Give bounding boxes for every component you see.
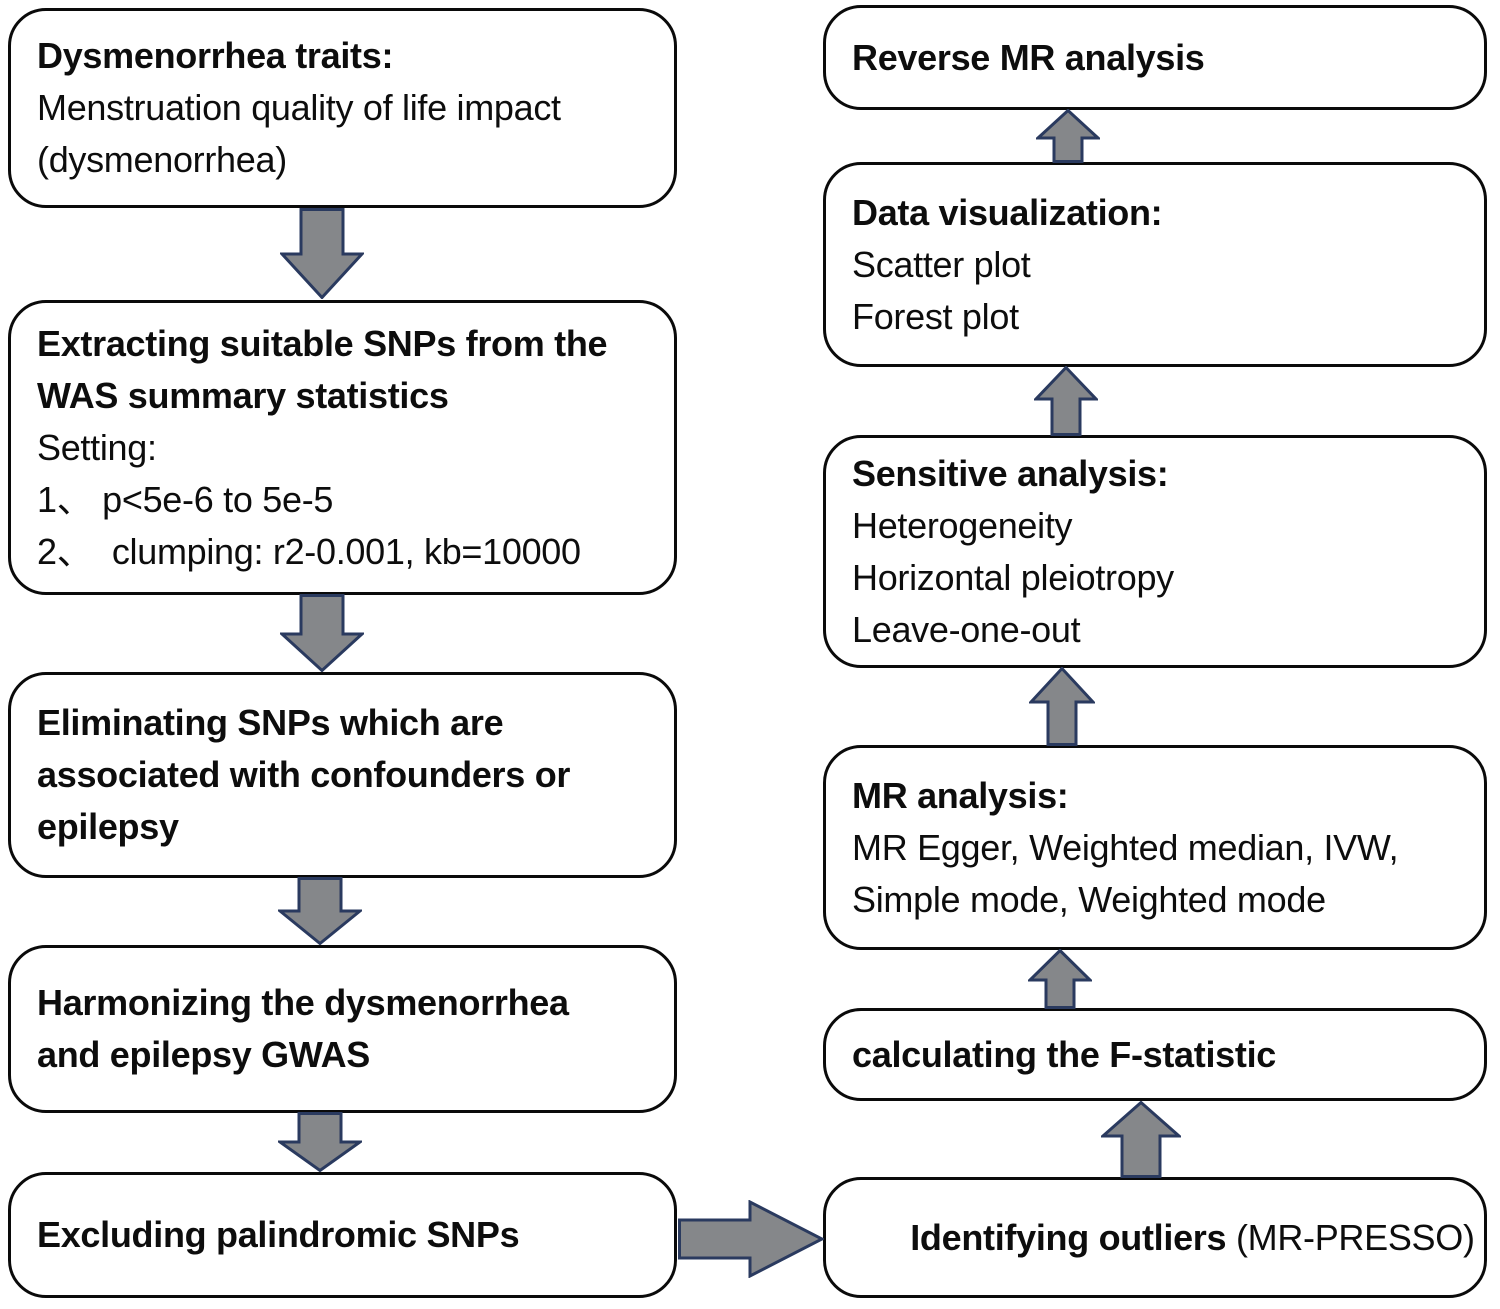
box-line: and epilepsy GWAS (37, 1034, 370, 1075)
box-line: MR Egger, Weighted median, IVW, (852, 826, 1399, 868)
arrow-right-icon (678, 1200, 824, 1278)
box-line: Harmonizing the dysmenorrhea (37, 982, 569, 1023)
box-eliminating-snps: Eliminating SNPs which are associated wi… (8, 672, 677, 878)
box-mr-analysis: MR analysis: MR Egger, Weighted median, … (823, 745, 1487, 950)
box-line: MR analysis: (852, 774, 1069, 816)
box-line: calculating the F-statistic (852, 1033, 1276, 1075)
arrow-up-icon (1029, 667, 1095, 746)
box-excluding-palindromic-snps: Excluding palindromic SNPs (8, 1172, 677, 1298)
box-line: Excluding palindromic SNPs (37, 1214, 520, 1255)
box-line: Simple mode, Weighted mode (852, 878, 1326, 920)
box-line: 2、 clumping: r2-0.001, kb=10000 (37, 530, 581, 572)
box-line: Identifying outliers (MR-PRESSO) (852, 1160, 1476, 1309)
box-extracting-snps: Extracting suitable SNPs from the WAS su… (8, 300, 677, 595)
arrow-down-icon (280, 208, 364, 299)
box-harmonizing-gwas: Harmonizing the dysmenorrhea and epileps… (8, 945, 677, 1113)
box-calculating-f-statistic: calculating the F-statistic (823, 1008, 1487, 1101)
box-line: Dysmenorrhea traits: (37, 35, 394, 76)
box-line: Menstruation quality of life impact (37, 87, 561, 128)
box-identifying-outliers: Identifying outliers (MR-PRESSO) (823, 1177, 1487, 1298)
box-line: Eliminating SNPs which are (37, 702, 504, 743)
box-reverse-mr-analysis: Reverse MR analysis (823, 5, 1487, 110)
arrow-up-icon (1101, 1101, 1181, 1178)
box-line-segment: Identifying outliers (910, 1216, 1236, 1258)
box-line: epilepsy (37, 806, 179, 847)
box-line: Horizontal pleiotropy (852, 556, 1174, 598)
box-line: 1、 p<5e-6 to 5e-5 (37, 478, 334, 520)
box-line: Scatter plot (852, 243, 1031, 285)
box-line: Leave-one-out (852, 608, 1081, 650)
box-line: associated with confounders or (37, 754, 571, 795)
box-sensitive-analysis: Sensitive analysis: Heterogeneity Horizo… (823, 435, 1487, 668)
arrow-up-icon (1034, 366, 1098, 436)
arrow-down-icon (278, 877, 362, 945)
box-line: Extracting suitable SNPs from the (37, 322, 608, 364)
box-line: WAS summary statistics (37, 374, 449, 416)
arrow-down-icon (278, 1112, 362, 1172)
box-line: Reverse MR analysis (852, 36, 1205, 78)
box-line: Sensitive analysis: (852, 452, 1169, 494)
box-line: (dysmenorrhea) (37, 139, 287, 180)
box-line: Data visualization: (852, 191, 1163, 233)
arrow-up-icon (1036, 109, 1100, 163)
box-line-segment: (MR-PRESSO) (1235, 1216, 1475, 1258)
box-data-visualization: Data visualization: Scatter plot Forest … (823, 162, 1487, 367)
box-line: Forest plot (852, 295, 1019, 337)
arrow-up-icon (1028, 949, 1092, 1009)
box-dysmenorrhea-traits: Dysmenorrhea traits: Menstruation qualit… (8, 8, 677, 208)
arrow-down-icon (280, 594, 364, 672)
box-line: Setting: (37, 426, 157, 468)
box-line: Heterogeneity (852, 504, 1073, 546)
